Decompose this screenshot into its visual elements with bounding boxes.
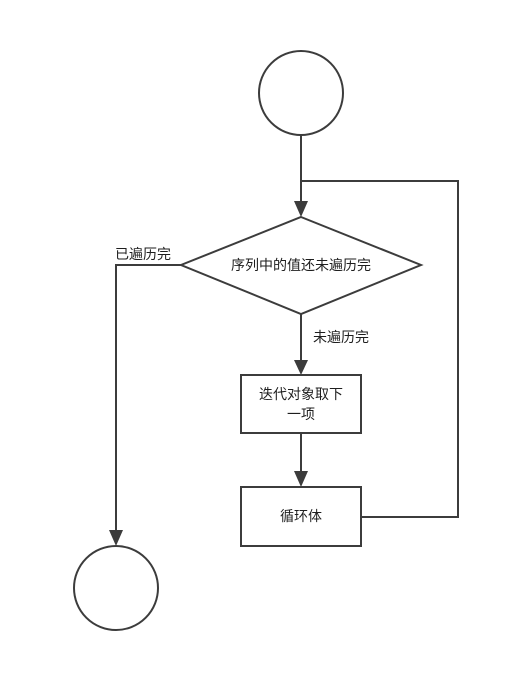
done-exit-connector [115, 264, 181, 534]
fetch-next-item-box [240, 374, 362, 434]
fetch-next-item-label-line2: 一项 [287, 407, 315, 423]
arrow-to-end-terminal [109, 530, 123, 546]
done-edge-label: 已遍历完 [115, 247, 171, 263]
decision-label: 序列中的值还未遍历完 [231, 258, 371, 274]
loop-body-box [240, 486, 362, 547]
fetch-next-item-label-line1: 迭代对象取下 [259, 387, 343, 403]
arrow-to-loop-body [294, 471, 308, 487]
loop-body-label: 循环体 [280, 509, 322, 525]
end-terminal [73, 545, 159, 631]
loop-return-connector [301, 180, 459, 518]
arrow-to-fetch-step [294, 360, 308, 375]
arrow-to-decision [294, 201, 308, 217]
not-done-edge-label: 未遍历完 [313, 330, 369, 346]
start-terminal [258, 50, 344, 136]
